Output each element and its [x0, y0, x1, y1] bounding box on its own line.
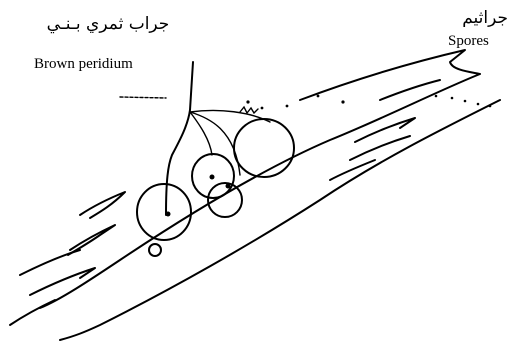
spore-dot-1 — [246, 100, 250, 104]
sporangium-3 — [207, 182, 243, 218]
sporangium-2 — [191, 153, 235, 199]
sporangium-4 — [233, 118, 295, 178]
bark-stroke-5 — [9, 299, 56, 326]
bark-stroke-7 — [354, 117, 416, 143]
label-peridium-arabic: جراب ثمري بـنـي — [46, 14, 170, 34]
bark-stroke-3 — [19, 249, 81, 276]
bark-stroke-6 — [349, 135, 411, 161]
bark-stroke-2 — [67, 224, 116, 256]
spore-dot-9 — [476, 102, 480, 106]
label-peridium-english: Brown peridium — [34, 56, 133, 72]
bark-stroke-4 — [29, 267, 96, 296]
sporangium-1 — [136, 183, 192, 241]
spore-dot-3 — [285, 104, 289, 108]
branch-lower-edge — [59, 99, 501, 341]
label-spores-english: Spores — [448, 33, 489, 49]
spore-dot-6 — [434, 94, 438, 98]
spore-dot-2 — [260, 106, 264, 110]
sporangium-2-dot — [209, 174, 215, 180]
bark-stroke-9 — [329, 159, 376, 181]
spore-dot-8 — [463, 99, 467, 103]
bark-stroke-8 — [379, 79, 441, 101]
dash-line — [119, 96, 167, 99]
peridium-pointer-line — [165, 61, 194, 216]
spore-dot-10 — [488, 104, 492, 108]
bark-stroke-1 — [79, 191, 126, 219]
spore-dot-7 — [450, 96, 454, 100]
label-spores-arabic: جراثيم — [462, 8, 508, 28]
sporangium-3-dot — [225, 183, 231, 189]
spore-dot-4 — [316, 94, 320, 98]
sporangium-small — [148, 243, 162, 257]
spore-dot-5 — [341, 100, 345, 104]
branch-upper-edge — [39, 49, 481, 309]
pointer-branch-1 — [189, 111, 213, 156]
sporangium-1-dot — [165, 211, 171, 217]
spores-scribble — [239, 105, 259, 115]
